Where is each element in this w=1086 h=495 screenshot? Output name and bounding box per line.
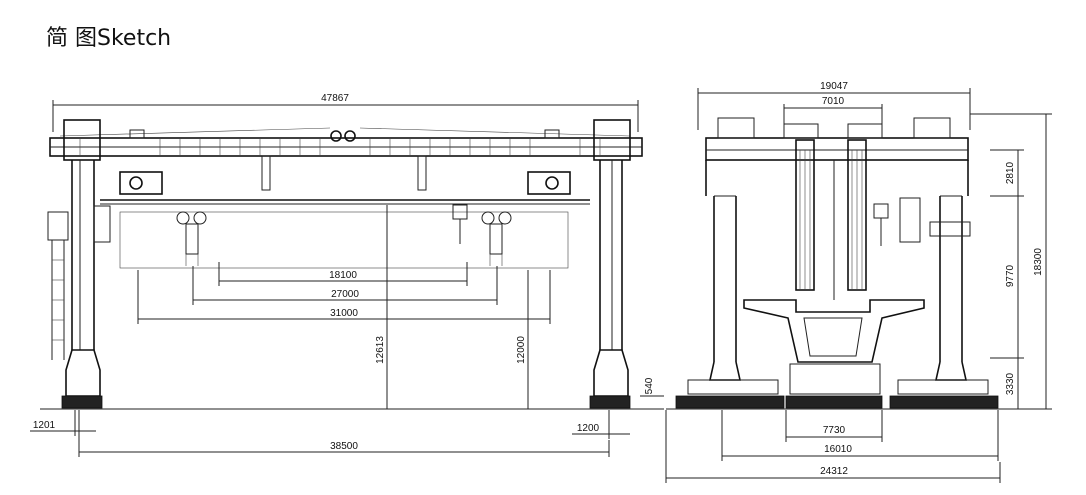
dim-base-width: 24312 [665,410,1001,483]
dim-overall-span-top: 47867 [52,93,639,132]
label-base-height: 3330 [1005,372,1016,395]
side-view: 19047 7010 [665,81,1052,483]
dim-hook-spacing-3: 31000 [137,270,551,324]
dim-hook-spacing-1: 18100 [218,262,468,286]
label-overall-width-top: 19047 [820,81,848,92]
left-leg [47,119,111,409]
side-box-girder [743,299,925,363]
label-left-offset: 1201 [33,420,56,431]
label-hook-spacing-1: 18100 [329,270,357,281]
lower-beam [100,155,590,269]
label-inner-clearance: 7730 [823,425,846,436]
dim-top-height: 2810 [990,149,1024,197]
dim-lift-height-2: 12000 [516,270,529,409]
right-leg [589,119,631,409]
label-rail-span: 38500 [330,441,358,452]
label-top-height: 2810 [1005,161,1016,184]
main-girder [49,127,643,157]
dim-base-height: 3330 [1005,358,1019,409]
dim-hook-spacing-2: 27000 [192,266,498,305]
dim-wheel-height: 540 [640,377,664,410]
label-hook-spacing-2: 27000 [331,289,359,300]
label-right-offset: 1200 [577,423,600,434]
dim-right-offset: 1200 [572,410,630,439]
dim-rail-span: 38500 [78,410,610,457]
dim-leg-spacing: 16010 [721,410,999,461]
label-hook-spacing-3: 31000 [330,308,358,319]
label-lift-height-1: 12613 [375,336,386,364]
label-leg-spacing: 16010 [824,444,852,455]
label-lift-height-2: 12000 [516,336,527,364]
dim-overall-height: 18300 [970,113,1052,410]
page-title: 简 图Sketch [46,26,172,51]
dim-inner-clearance: 7730 [785,410,883,442]
label-overall-height: 18300 [1033,248,1044,276]
label-base-width: 24312 [820,466,848,477]
side-legs [709,196,971,381]
dim-lift-height-1: 12613 [375,205,388,409]
dim-mid-height: 9770 [990,196,1024,359]
label-mid-height: 9770 [1005,264,1016,287]
dim-trolley-gauge: 7010 [783,96,883,124]
side-base-carriages [666,363,1000,410]
side-top-beam [705,117,969,197]
dim-left-offset: 1201 [30,410,96,436]
label-wheel-height: 540 [644,377,655,394]
hook-assemblies [176,204,512,266]
side-hoist-ropes [795,139,889,300]
dim-overall-width-top: 19047 [697,81,971,130]
front-view: 47867 [30,93,664,457]
label-overall-span-top: 47867 [321,93,349,104]
label-trolley-gauge: 7010 [822,96,845,107]
